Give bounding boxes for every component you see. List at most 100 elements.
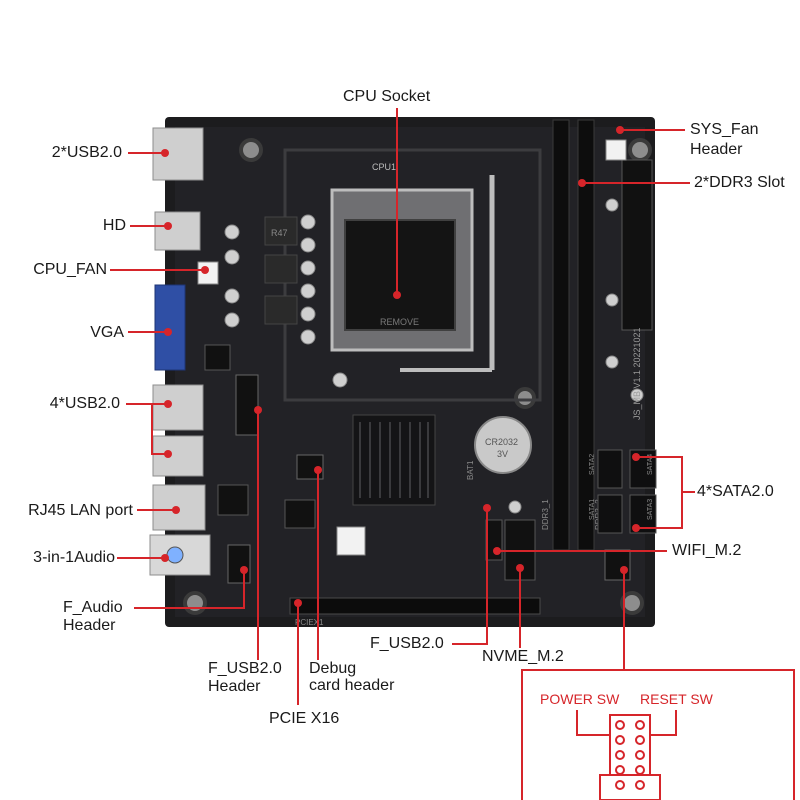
pcie-x16-slot [289, 597, 541, 615]
fp-pin [635, 720, 645, 730]
capacitor [300, 329, 316, 345]
dot-usb-four-2 [164, 450, 172, 458]
ddr3-slot-1 [552, 119, 570, 551]
capacitor [224, 288, 240, 304]
usb-header-left [235, 374, 259, 436]
cmos-battery [474, 416, 532, 474]
dot-cpu-socket [393, 291, 401, 299]
choke [264, 216, 298, 246]
usb-stack-1 [152, 384, 204, 431]
qr-sticker [336, 526, 366, 556]
capacitor [605, 355, 619, 369]
capacitor [630, 388, 644, 402]
fp-pin [635, 780, 645, 790]
choke-label: R47 [271, 228, 288, 238]
coin-text: CR2032 [485, 437, 518, 447]
fp-pin [635, 750, 645, 760]
dot-f-usb-header [254, 406, 262, 414]
leader-usb-four [126, 403, 168, 455]
dot-cpu-fan [201, 266, 209, 274]
front-panel-header [604, 549, 631, 581]
dot-usb-top [161, 149, 169, 157]
capacitor [332, 372, 348, 388]
label-pcie: PCIE X16 [269, 710, 340, 727]
label-f-audio-2: Header [63, 617, 116, 634]
mount-hole [628, 138, 652, 162]
label-f-usb-header-1: F_USB2.0 [208, 660, 282, 677]
dot-pcie [294, 599, 302, 607]
label-sys-fan-1: SYS_Fan [690, 121, 759, 138]
fp-pin [615, 750, 625, 760]
sata2-silk: SATA2 [589, 454, 596, 475]
fp-pin [615, 765, 625, 775]
label-audio: 3-in-1Audio [33, 549, 115, 566]
vrm-chokes: R47 [224, 198, 644, 514]
dot-debug [314, 466, 322, 474]
dot-ddr3 [578, 179, 586, 187]
label-debug-2: card header [309, 677, 395, 694]
dot-hd [164, 222, 172, 230]
leader-f-usb-mid [452, 508, 488, 645]
dot-f-usb-mid [483, 504, 491, 512]
label-f-usb-mid: F_USB2.0 [370, 635, 444, 652]
sata-port [597, 494, 623, 534]
fp-pin [635, 765, 645, 775]
sys-fan-header [605, 139, 627, 161]
label-vga: VGA [90, 324, 124, 341]
label-power-sw: POWER SW [540, 691, 620, 707]
dot-rj45 [172, 506, 180, 514]
vga-port [154, 284, 186, 371]
fp-pin [615, 720, 625, 730]
fp-pin [615, 780, 625, 790]
label-hd: HD [102, 217, 126, 234]
callout-power-line [576, 710, 610, 736]
dot-f-audio [240, 566, 248, 574]
front-panel-callout [521, 669, 795, 800]
choke [264, 295, 298, 325]
label-wifi: WIFI_M.2 [672, 542, 742, 559]
cpu-fan-header [197, 261, 219, 285]
leader-lines [110, 108, 695, 705]
label-reset-sw: RESET SW [640, 691, 713, 707]
label-rj45: RJ45 LAN port [28, 502, 133, 519]
capacitor [300, 260, 316, 276]
capacitor [224, 249, 240, 265]
cpu-8pin-power [204, 344, 231, 371]
sata3-silk: SATA3 [647, 499, 654, 520]
dot-wifi [493, 547, 501, 555]
remove-text: REMOVE [380, 317, 419, 327]
dot-sata-1 [632, 453, 640, 461]
capacitor [605, 293, 619, 307]
label-f-audio-1: F_Audio [63, 599, 123, 616]
mount-hole [183, 591, 207, 615]
fp-pin [635, 735, 645, 745]
coin-volt: 3V [497, 449, 508, 459]
capacitor [300, 306, 316, 322]
small-chip [284, 499, 316, 529]
label-f-usb-header-2: Header [208, 678, 261, 695]
cpu-silk-text: CPU1 [372, 162, 396, 172]
f-audio-header [227, 544, 251, 584]
atx-24pin-connector [621, 159, 653, 331]
sata-port [597, 449, 623, 489]
dot-audio [161, 554, 169, 562]
leader-f-audio [134, 570, 245, 609]
audio-jack [166, 546, 184, 564]
fp-pin-block-lower [599, 774, 661, 800]
model-silk: JS_MB V1.1 20221021 [632, 327, 642, 420]
bat-silk: BAT1 [466, 460, 475, 480]
label-sys-fan-2: Header [690, 141, 743, 158]
hd-port [154, 211, 201, 251]
capacitor [300, 237, 316, 253]
label-nvme: NVME_M.2 [482, 648, 564, 665]
mounting-holes [183, 138, 652, 615]
label-sata: 4*SATA2.0 [697, 483, 774, 500]
label-usb-top: 2*USB2.0 [51, 144, 122, 161]
usb-stack-2 [152, 435, 204, 477]
sata4-silk: SATA4 [647, 454, 654, 475]
pciex1-silk: PCIEX1 [295, 618, 324, 627]
capacitor [300, 283, 316, 299]
cpu-socket-cover [344, 219, 456, 331]
